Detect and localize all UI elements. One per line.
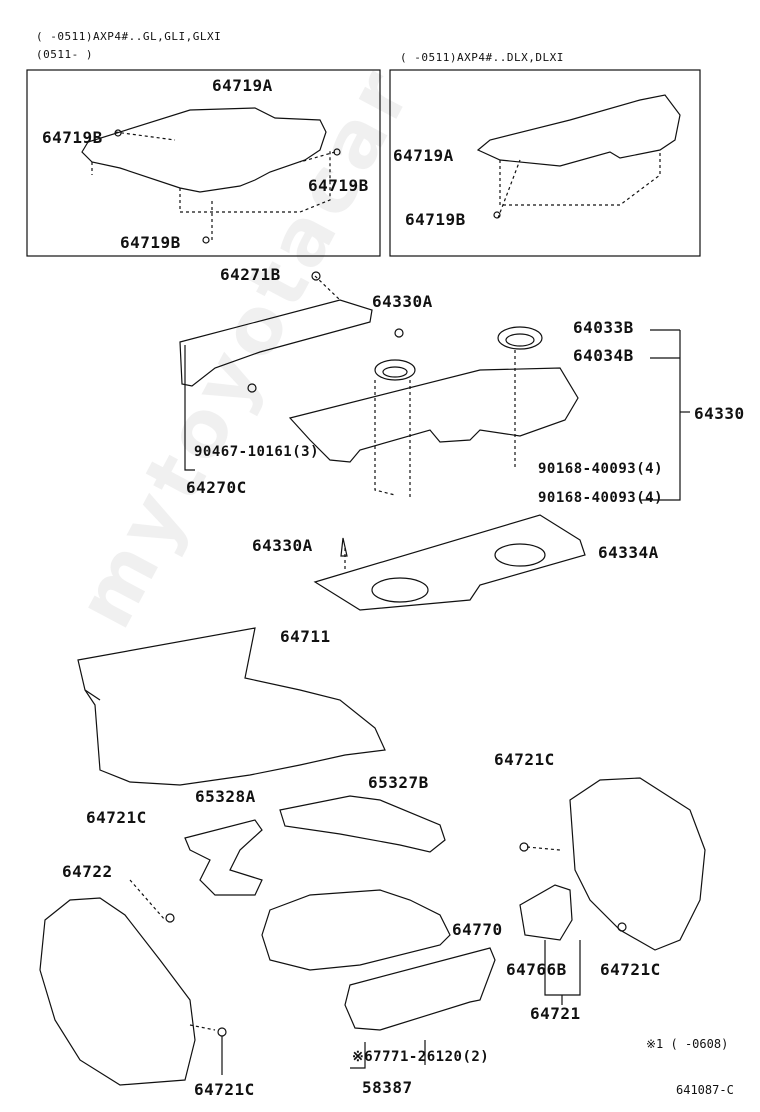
part-label-64719b-box1-right[interactable]: 64719B bbox=[308, 176, 369, 195]
part-label-65327b[interactable]: 65327B bbox=[368, 773, 429, 792]
variant-box-dlx bbox=[389, 69, 701, 257]
panel-64334a bbox=[313, 514, 586, 611]
part-label-64719b-box1-bottom[interactable]: 64719B bbox=[120, 233, 181, 252]
variant-note-line2: (0511- ) bbox=[36, 48, 93, 61]
part-65328a bbox=[184, 819, 263, 896]
part-58387 bbox=[344, 947, 496, 1031]
box1-panel bbox=[81, 107, 327, 193]
part-label-64330a-mid[interactable]: 64330A bbox=[252, 536, 313, 555]
part-label-64271b[interactable]: 64271B bbox=[220, 265, 281, 284]
part-label-64766b[interactable]: 64766B bbox=[506, 960, 567, 979]
part-label-64330a-top[interactable]: 64330A bbox=[372, 292, 433, 311]
part-label-67771[interactable]: ※67771-26120(2) bbox=[352, 1049, 490, 1065]
part-label-64722[interactable]: 64722 bbox=[62, 862, 113, 881]
footnote: ※1 ( -0608) bbox=[646, 1037, 729, 1051]
part-label-64034b[interactable]: 64034B bbox=[573, 346, 634, 365]
part-label-90168-a[interactable]: 90168-40093(4) bbox=[538, 461, 664, 477]
part-label-65328a[interactable]: 65328A bbox=[195, 787, 256, 806]
part-label-64721[interactable]: 64721 bbox=[530, 1004, 581, 1023]
variant-note-line1: ( -0511)AXP4#..GL,GLI,GLXI bbox=[36, 30, 222, 43]
part-label-64721c-right[interactable]: 64721C bbox=[600, 960, 661, 979]
part-label-64719b-box1-left[interactable]: 64719B bbox=[42, 128, 103, 147]
part-label-64770[interactable]: 64770 bbox=[452, 920, 503, 939]
part-label-64721c-top[interactable]: 64721C bbox=[494, 750, 555, 769]
part-label-64721c-left[interactable]: 64721C bbox=[86, 808, 147, 827]
part-label-64721c-bottom[interactable]: 64721C bbox=[194, 1080, 255, 1099]
part-label-58387[interactable]: 58387 bbox=[362, 1078, 413, 1097]
part-65327b bbox=[279, 795, 446, 853]
wheelhouse-64721 bbox=[569, 777, 706, 951]
part-label-64033b[interactable]: 64033B bbox=[573, 318, 634, 337]
bracket-64270c bbox=[179, 299, 373, 387]
part-label-64270c[interactable]: 64270C bbox=[186, 478, 247, 497]
package-tray-64330 bbox=[288, 367, 579, 463]
drawing-reference: 641087-C bbox=[676, 1083, 734, 1097]
variant-box-gl bbox=[26, 69, 381, 257]
part-label-64334a[interactable]: 64334A bbox=[598, 543, 659, 562]
trunk-mat-64711 bbox=[77, 627, 386, 786]
part-label-64719a-box1[interactable]: 64719A bbox=[212, 76, 273, 95]
part-label-64711[interactable]: 64711 bbox=[280, 627, 331, 646]
part-label-64719a-box2[interactable]: 64719A bbox=[393, 146, 454, 165]
part-64770 bbox=[261, 889, 451, 971]
part-label-64330[interactable]: 64330 bbox=[694, 404, 745, 423]
box2-panel bbox=[476, 94, 681, 167]
wheelhouse-64722 bbox=[39, 897, 196, 1086]
part-label-90168-b[interactable]: 90168-40093(4) bbox=[538, 490, 664, 506]
part-label-64719b-box2[interactable]: 64719B bbox=[405, 210, 466, 229]
variant-note-box2: ( -0511)AXP4#..DLX,DLXI bbox=[400, 51, 564, 64]
part-label-90467[interactable]: 90467-10161(3) bbox=[194, 444, 320, 460]
part-64766b bbox=[519, 884, 573, 941]
